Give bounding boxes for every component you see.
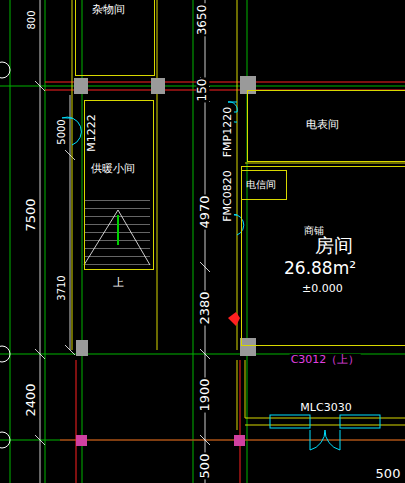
label-text: 上 [112,277,125,289]
dimension-text: 4970 [198,194,212,229]
dimension-text: M1222 [86,113,98,153]
dimension-text: FMP1220 [222,106,234,158]
room-box: 电表间 [247,90,405,162]
room-name: 供暖小间 [91,163,135,175]
label-text: 500 [375,467,402,481]
dimension-text: 3650 [196,4,209,37]
dimension-text: 1900 [198,377,212,412]
room-box: 商铺房间26.88m²±0.000电信间 [241,166,405,346]
dimension-text: 3710 [56,274,67,301]
room-box: 杂物间 [75,0,155,76]
dimension-text: 150 [196,78,209,103]
dimension-text: 2400 [24,382,38,417]
room-name: 电信间 [246,179,276,190]
label-text: C3012（上） [290,354,361,366]
dimension-text: 800 [26,9,37,30]
dimension-text: 5000 [56,118,67,145]
room-name: 26.88m² [284,259,356,278]
room-name: ±0.000 [302,283,343,295]
dimension-text: FMC0820 [222,169,234,223]
dimension-text: 500 [198,453,212,480]
room-box: 电信间 [241,170,287,200]
label-text: MLC3030 [299,402,352,414]
room-name: 房间 [315,235,353,256]
room-name: 电表间 [306,119,339,131]
dimension-text: 7500 [24,197,38,232]
dimension-text: 2380 [198,290,212,325]
room-name: 杂物间 [92,4,125,16]
